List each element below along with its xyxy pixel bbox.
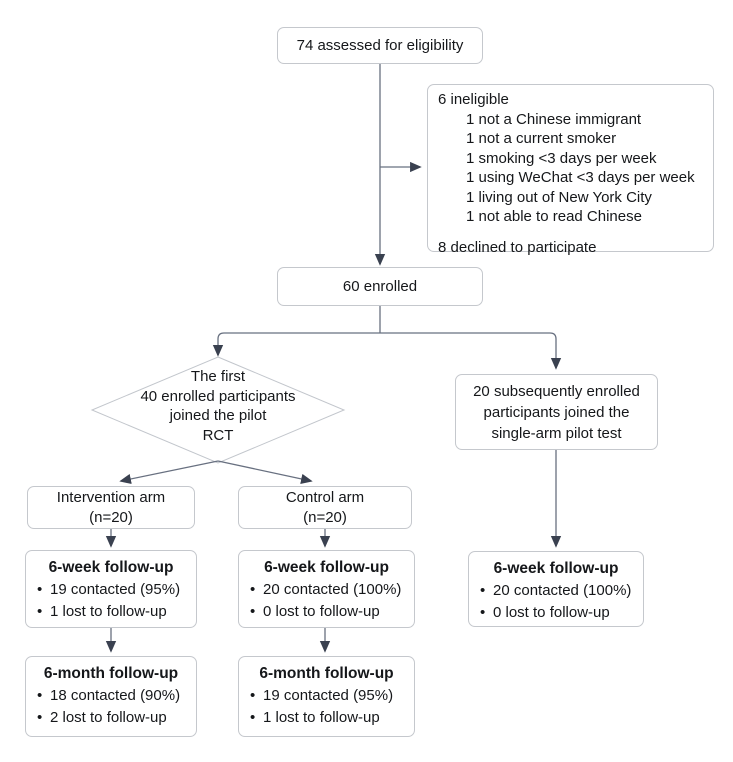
ineligible-header: 6 ineligible — [438, 91, 509, 108]
followup-title: 6-month follow-up — [43, 665, 179, 682]
followup-bullet: 2 lost to follow-up — [26, 707, 196, 729]
rct-decision-line: RCT — [202, 426, 234, 444]
control-arm-box: Control arm (n=20) — [238, 486, 412, 529]
followup-title: 6-week follow-up — [48, 559, 174, 576]
followup-bullet: 18 contacted (90%) — [26, 685, 196, 707]
ineligible-reason: 1 not a current smoker — [466, 130, 617, 147]
six-month-intervention-box: 6-month follow-up 18 contacted (90%) 2 l… — [25, 656, 197, 737]
followup-bullet: 0 lost to follow-up — [239, 601, 414, 623]
followup-title: 6-week follow-up — [264, 559, 389, 576]
control-arm-line: Control arm — [285, 488, 365, 506]
ineligible-reason: 1 living out of New York City — [466, 188, 652, 206]
followup-title: 6-week follow-up — [493, 560, 619, 577]
followup-bullet: 19 contacted (95%) — [26, 579, 196, 601]
assessed-label: 74 assessed for eligibility — [296, 36, 464, 54]
enrolled-box: 60 enrolled — [277, 267, 483, 306]
six-week-single-arm-box: 6-week follow-up 20 contacted (100%) 0 l… — [468, 551, 644, 627]
six-week-intervention-box: 6-week follow-up 19 contacted (95%) 1 lo… — [25, 550, 197, 628]
followup-bullet: 20 contacted (100%) — [239, 579, 414, 601]
rct-decision-line: The first — [190, 368, 246, 385]
arrow-enrolled-to-diamond — [212, 332, 380, 357]
ineligible-reason: 1 not a Chinese immigrant — [466, 110, 642, 128]
arrow-diamond-to-intervention — [119, 460, 219, 485]
six-week-control-box: 6-week follow-up 20 contacted (100%) 0 l… — [238, 550, 415, 628]
six-month-control-box: 6-month follow-up 19 contacted (95%) 1 l… — [238, 656, 415, 737]
followup-bullet: 0 lost to follow-up — [469, 602, 643, 624]
ineligible-reason: 1 using WeChat <3 days per week — [466, 169, 695, 186]
followup-title: 6-month follow-up — [259, 665, 394, 682]
rct-decision-diamond — [90, 356, 346, 464]
single-arm-line: participants joined the — [483, 403, 630, 421]
intervention-arm-box: Intervention arm (n=20) — [27, 486, 195, 529]
ineligible-reason: 1 not able to read Chinese — [466, 208, 642, 225]
single-arm-line: single-arm pilot test — [491, 424, 622, 442]
intervention-arm-line: Intervention arm — [56, 488, 166, 506]
followup-bullet: 1 lost to follow-up — [239, 707, 414, 729]
followup-bullet: 19 contacted (95%) — [239, 685, 414, 707]
ineligible-reason: 1 smoking <3 days per week — [466, 149, 657, 167]
declined-label: 8 declined to participate — [438, 238, 597, 256]
followup-bullet: 1 lost to follow-up — [26, 601, 196, 623]
arrow-enrolled-to-single-arm — [380, 332, 562, 370]
intervention-arm-line: (n=20) — [89, 508, 133, 526]
rct-decision-line: 40 enrolled participants — [140, 387, 296, 405]
enrolled-label: 60 enrolled — [342, 277, 418, 295]
arrow-diamond-to-control — [217, 460, 313, 484]
rct-decision-line: joined the pilot — [169, 407, 267, 424]
control-arm-line: (n=20) — [303, 508, 347, 526]
rct-decision-label: The first 40 enrolled participants joine… — [93, 367, 343, 445]
assessed-box: 74 assessed for eligibility — [277, 27, 483, 64]
followup-bullet: 20 contacted (100%) — [469, 580, 643, 602]
ineligible-box: 6 ineligible 1 not a Chinese immigrant 1… — [427, 84, 714, 256]
single-arm-line: 20 subsequently enrolled — [473, 382, 640, 400]
single-arm-box: 20 subsequently enrolled participants jo… — [455, 374, 658, 450]
